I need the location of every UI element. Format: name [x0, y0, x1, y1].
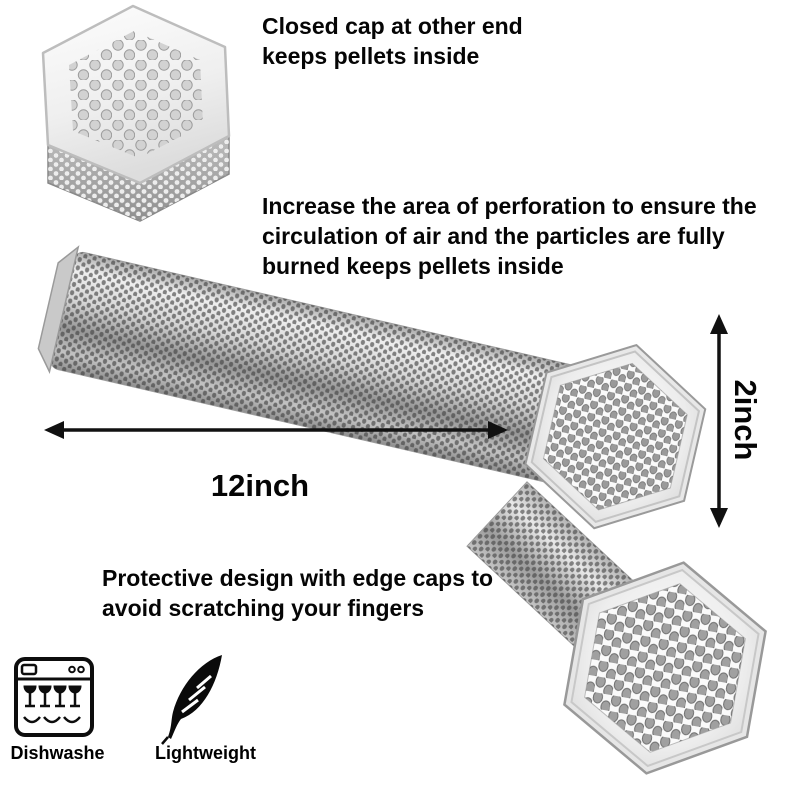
width-dimension-label: 2inch: [728, 379, 763, 461]
dishwasher-icon: [14, 657, 94, 737]
tube-open-end-hexagon: [524, 343, 707, 530]
tube-left-edge-cap: [37, 245, 80, 374]
smoker-tube-image: [37, 245, 707, 530]
feature-label-lightweight: Lightweight: [155, 743, 256, 763]
callout-perforation: Increase the area of perforation to ensu…: [262, 193, 757, 279]
callout-protective: Protective design with edge caps to avoi…: [102, 565, 494, 621]
tube-body: [37, 245, 605, 489]
feature-label-dishwasher: Dishwashe: [10, 743, 105, 763]
closed-cap-top-face: [41, 4, 231, 185]
dishwasher-plates: [23, 716, 81, 724]
open-end-image: [466, 481, 767, 775]
dishwasher-glasses: [23, 685, 82, 708]
feather-icon: [161, 655, 222, 745]
length-arrow: [44, 421, 508, 439]
open-end-hexagon: [563, 561, 767, 775]
callout-closed-cap: Closed cap at other end keeps pellets in…: [262, 13, 523, 69]
length-dimension-label: 12inch: [210, 468, 310, 503]
width-arrow: [710, 314, 728, 528]
closed-cap-image: [41, 4, 231, 222]
